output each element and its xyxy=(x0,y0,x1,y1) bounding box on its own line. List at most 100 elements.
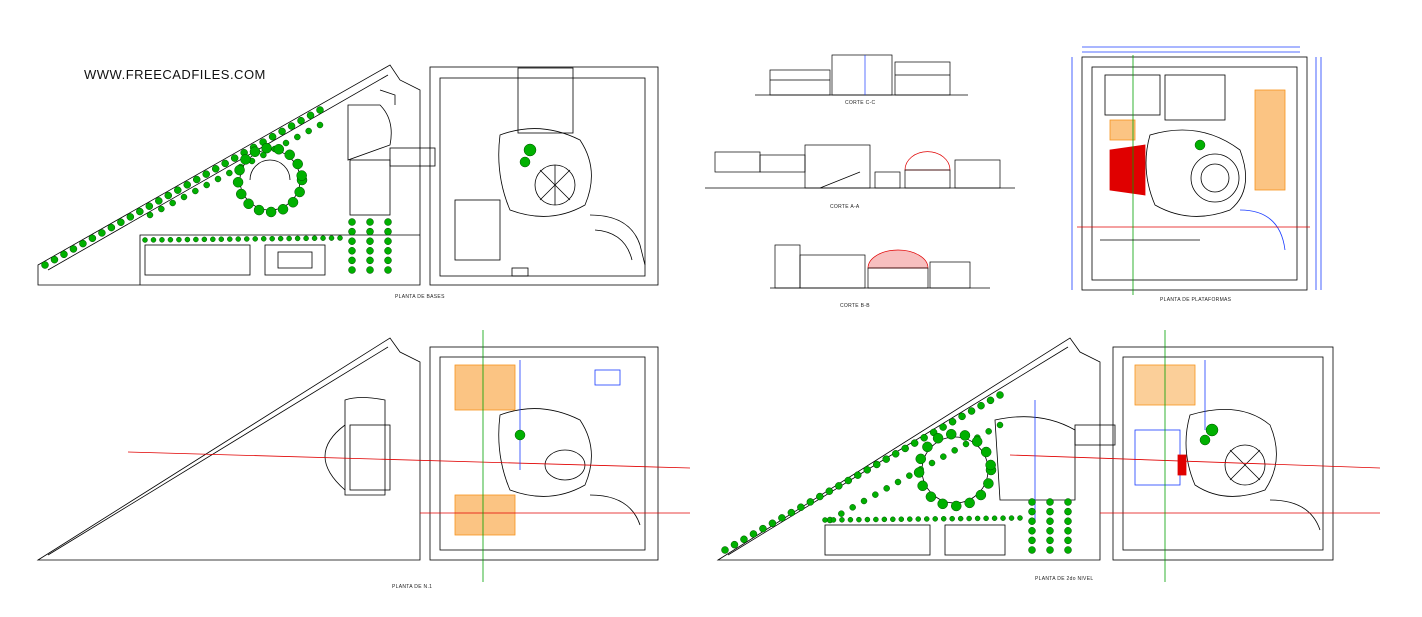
tree-icon xyxy=(174,186,182,194)
building-outline xyxy=(1081,56,1308,291)
lobby-curve xyxy=(498,408,592,497)
tree-icon xyxy=(234,164,245,176)
tree-layer xyxy=(41,106,1219,554)
tree-icon xyxy=(983,478,994,489)
tree-icon xyxy=(951,500,962,512)
tree-icon xyxy=(519,156,531,168)
tree-icon xyxy=(158,205,165,213)
tree-icon xyxy=(937,498,948,510)
tree-icon xyxy=(986,396,995,405)
service-room xyxy=(594,369,621,386)
dome xyxy=(904,151,951,171)
tree-icon xyxy=(202,170,210,178)
tree-icon xyxy=(1008,515,1015,521)
main-building-outline xyxy=(429,66,659,286)
tree-icon xyxy=(1064,546,1072,554)
tree-icon xyxy=(1064,536,1072,545)
tree-icon xyxy=(932,516,938,522)
wing-curve xyxy=(589,494,641,526)
tree-icon xyxy=(69,245,78,253)
tree-icon xyxy=(872,491,879,498)
tree-icon xyxy=(983,515,989,522)
tree-icon xyxy=(768,519,777,528)
main-building-outline xyxy=(1112,346,1334,561)
path-segment xyxy=(379,89,396,105)
tree-icon xyxy=(917,480,928,492)
tree-icon xyxy=(384,237,392,245)
tree-icon xyxy=(1000,515,1006,521)
curved-terrace xyxy=(324,424,346,491)
tree-icon xyxy=(806,498,815,506)
tree-icon xyxy=(847,516,854,523)
tree-icon xyxy=(384,247,392,255)
tree-icon xyxy=(292,158,303,170)
tree-icon xyxy=(959,430,971,441)
tree-icon xyxy=(962,440,970,448)
tree-icon xyxy=(838,510,845,517)
caption-plan-upper-right: PLANTA DE PLATAFORMAS xyxy=(1160,297,1232,303)
tree-icon xyxy=(316,106,324,114)
tree-icon xyxy=(907,516,913,522)
main-building-outline xyxy=(429,346,659,561)
entry-block xyxy=(347,104,392,161)
tree-icon xyxy=(192,187,199,195)
dome xyxy=(867,249,929,269)
main-building-inner xyxy=(439,356,646,551)
tree-icon xyxy=(883,485,890,492)
tree-icon xyxy=(278,127,286,136)
section-aa xyxy=(705,144,1015,189)
tree-icon xyxy=(925,491,937,503)
furniture-block xyxy=(454,494,516,536)
tree-icon xyxy=(1194,139,1206,151)
tree-icon xyxy=(235,236,242,242)
room-block xyxy=(1104,74,1161,116)
tree-icon xyxy=(1028,498,1036,506)
tree-icon xyxy=(980,446,992,458)
tree-icon xyxy=(337,235,343,241)
tree-icon xyxy=(882,455,890,463)
tree-icon xyxy=(1046,517,1054,525)
wing-curve xyxy=(594,229,633,261)
tree-icon xyxy=(830,517,837,523)
section-tower xyxy=(774,244,801,289)
tree-icon xyxy=(249,146,261,157)
section-block xyxy=(904,169,951,189)
tree-icon xyxy=(305,127,312,135)
tree-icon xyxy=(366,237,374,245)
tree-icon xyxy=(180,193,188,201)
tree-icon xyxy=(901,444,909,453)
pavilion-row xyxy=(824,524,931,556)
section-cc xyxy=(755,54,968,96)
tree-icon xyxy=(844,476,853,485)
tree-icon xyxy=(269,235,275,242)
tree-icon xyxy=(940,516,947,522)
tree-icon xyxy=(348,256,356,265)
tree-icon xyxy=(252,236,258,242)
tree-icon xyxy=(1028,536,1036,545)
auditorium-seating xyxy=(1109,144,1146,196)
tree-icon xyxy=(384,218,392,226)
tree-icon xyxy=(835,482,843,490)
tree-icon xyxy=(184,236,191,243)
tree-icon xyxy=(296,170,307,181)
tree-icon xyxy=(273,143,285,155)
tree-icon xyxy=(226,169,233,177)
tree-icon xyxy=(316,121,324,129)
tree-icon xyxy=(985,428,992,435)
tree-icon xyxy=(1028,507,1036,516)
tree-icon xyxy=(328,235,335,241)
tree-icon xyxy=(230,154,239,162)
tree-icon xyxy=(1028,546,1036,554)
tree-icon xyxy=(957,515,964,522)
wing-curve xyxy=(1239,209,1286,251)
tree-icon xyxy=(169,199,176,207)
tree-icon xyxy=(384,266,392,274)
tree-icon xyxy=(906,472,913,479)
lobby-curve xyxy=(1145,129,1246,217)
tree-icon xyxy=(306,111,315,120)
axis-line xyxy=(127,451,691,469)
stair-line xyxy=(1229,449,1261,481)
hall-block xyxy=(994,416,1076,501)
garden-strip xyxy=(139,234,420,285)
